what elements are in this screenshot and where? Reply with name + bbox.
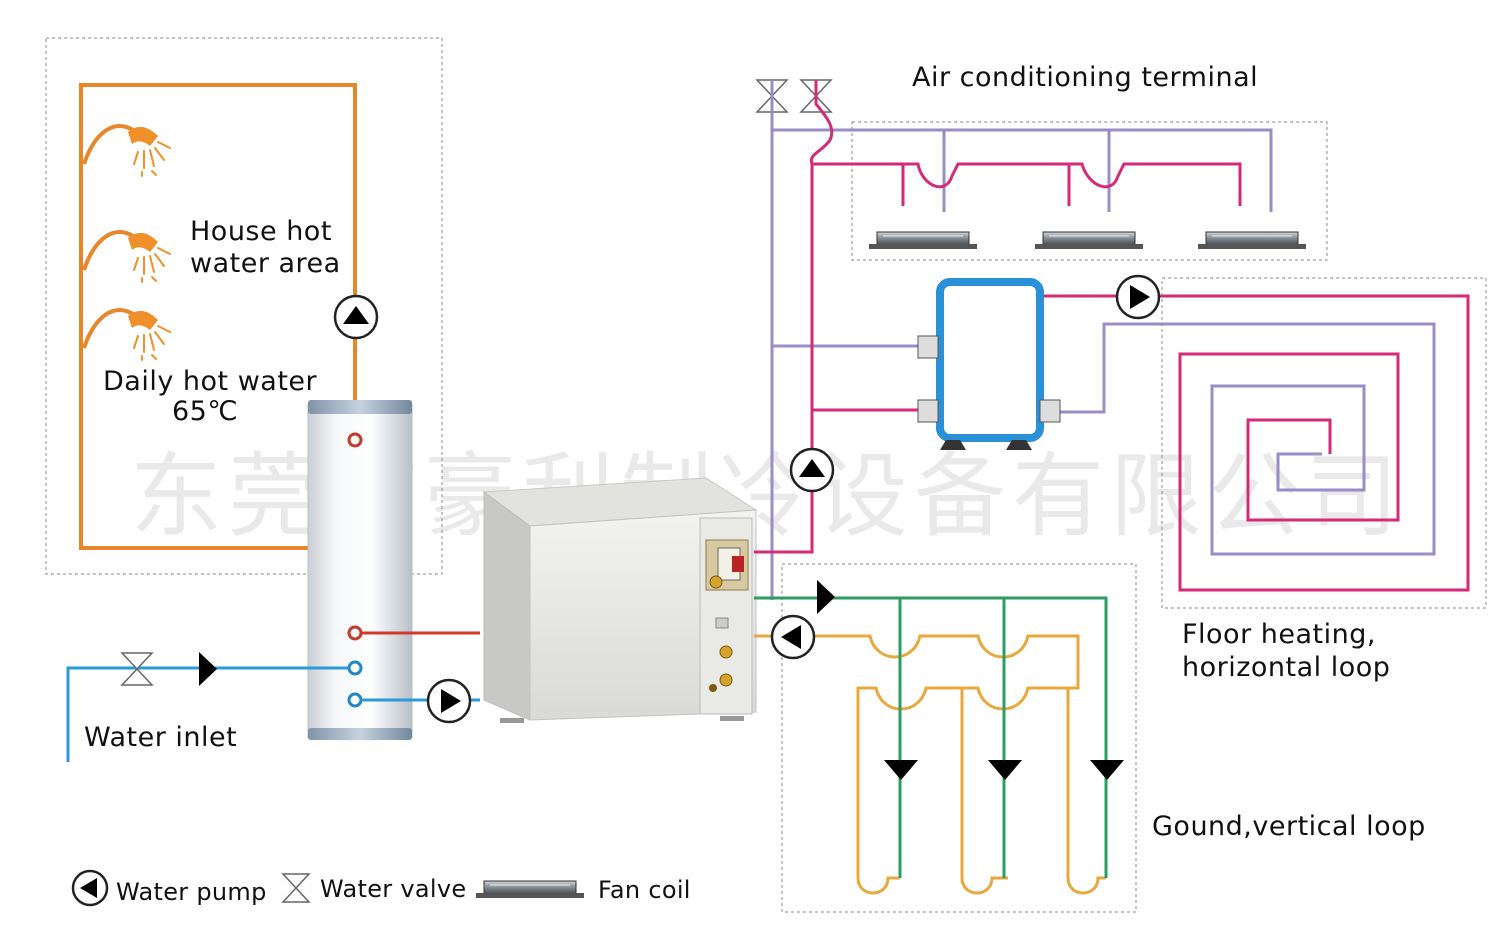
- legend-water-pump-label: Water pump: [116, 878, 267, 906]
- legend: Water pump Water valve Fan coil: [71, 869, 691, 907]
- tank-circulation-pump: [426, 678, 472, 724]
- shower-head-icon: [82, 124, 172, 178]
- ac-return-pipes: [770, 80, 1436, 600]
- fan-coil-unit: [1197, 231, 1307, 250]
- house-hot-water-area-box: [45, 37, 443, 575]
- floor-heating-label-2: horizontal loop: [1182, 652, 1390, 683]
- ground-loop-box: [781, 563, 1137, 913]
- fan-coil-unit: [868, 231, 978, 250]
- fan-coil-icon: [475, 880, 585, 899]
- ground-return-pipes: [754, 634, 1106, 895]
- daily-hot-water-label: Daily hot water: [103, 366, 318, 397]
- hot-water-loop-pipe: [79, 83, 357, 550]
- shower-head-icon: [82, 308, 172, 362]
- ac-supply-pipes: [754, 80, 1470, 592]
- floor-heating-box: [1161, 277, 1487, 609]
- water-inlet-pipe: [66, 666, 349, 762]
- ground-down-arrow: [988, 760, 1022, 780]
- water-inlet-label: Water inlet: [84, 722, 237, 753]
- fan-coil-unit: [1034, 231, 1144, 250]
- legend-water-valve-label: Water valve: [320, 875, 466, 903]
- ac-supply-pump: [789, 447, 835, 493]
- house-hot-water-area-label-1: House hot: [190, 216, 332, 247]
- hot-water-pump: [333, 294, 379, 340]
- temperature-label: 65℃: [172, 396, 238, 427]
- inlet-flow-arrow: [199, 652, 217, 686]
- ground-vertical-loop-label: Gound,vertical loop: [1152, 811, 1426, 842]
- floor-heating-pump: [1115, 274, 1161, 320]
- air-conditioning-terminal-label: Air conditioning terminal: [912, 62, 1258, 93]
- heat-pump-unit: [482, 477, 758, 723]
- ground-supply-flow-arrow: [817, 580, 835, 614]
- water-pump-icon: [71, 869, 109, 907]
- legend-fan-coil-label: Fan coil: [598, 876, 691, 904]
- ground-loop-pump: [770, 614, 816, 660]
- house-hot-water-area-label-2: water area: [190, 248, 341, 279]
- shower-head-icon: [82, 230, 172, 284]
- ground-supply-pipes: [754, 596, 1108, 878]
- floor-heating-label-1: Floor heating,: [1182, 619, 1376, 650]
- ground-down-arrow: [1090, 760, 1124, 780]
- water-valve-icon: [281, 873, 311, 903]
- ground-down-arrow: [884, 760, 918, 780]
- water-tank: [307, 400, 413, 740]
- heat-exchanger: [917, 278, 1061, 450]
